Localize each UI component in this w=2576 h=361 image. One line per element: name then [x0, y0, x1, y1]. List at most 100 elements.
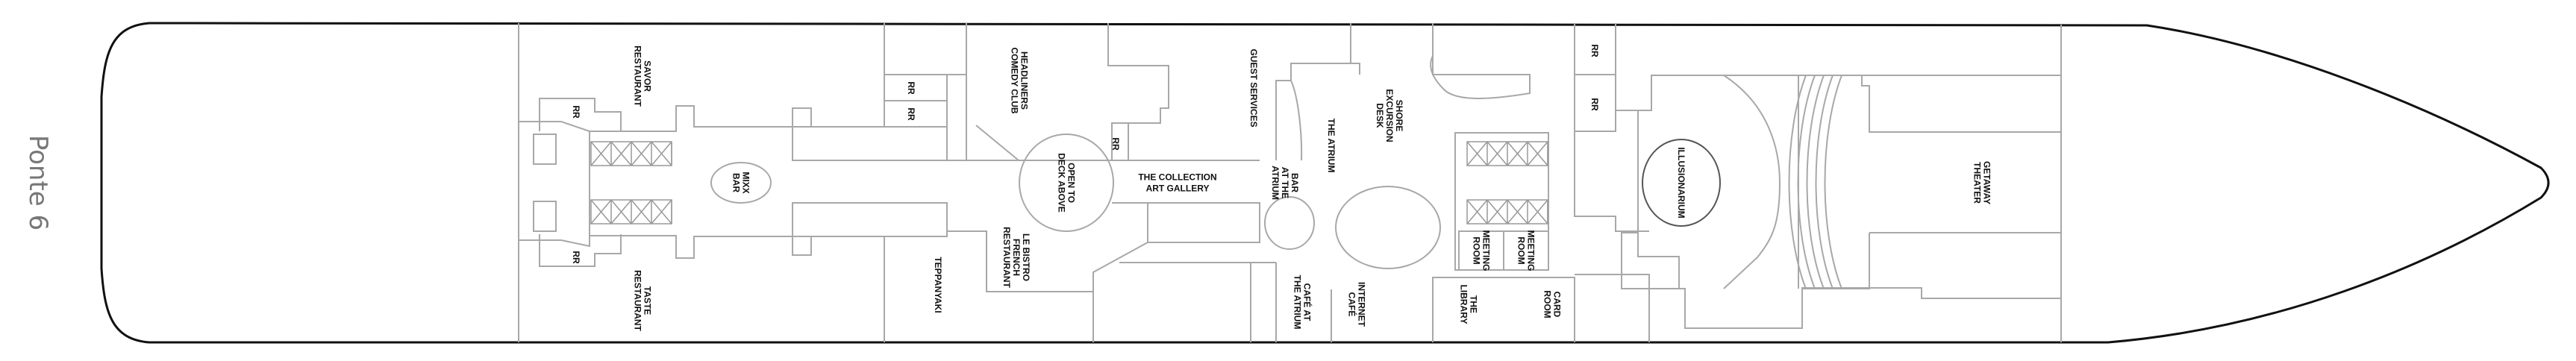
room-label-line: THE	[1469, 295, 1479, 313]
room-label-line: SHORE	[1394, 100, 1404, 132]
room-label-line: MIXX	[741, 172, 751, 193]
room-label-line: RR	[906, 107, 916, 121]
room-label-line: BAR	[1289, 173, 1300, 192]
bar-at-atrium-outline	[1264, 196, 1315, 250]
room-label-line: ROOM	[1516, 236, 1527, 264]
room-label-meeting2: MEETINGROOM	[1516, 230, 1536, 271]
elevator-cross	[1527, 199, 1548, 225]
room-label-line: RESTAURANT	[1001, 227, 1012, 288]
open-to-deck-outline	[1019, 134, 1114, 232]
room-label-line: DESK	[1375, 103, 1385, 128]
room-label-line: OPEN TO	[1066, 163, 1077, 203]
room-label-line: COMEDY CLUB	[1010, 47, 1020, 113]
room-label-line: LIBRARY	[1459, 285, 1469, 324]
elevator-cross	[631, 199, 652, 225]
room-label-line: MEETING	[1481, 230, 1492, 271]
mixx-bar-outline	[710, 162, 772, 204]
room-label-internet: INTERNETCAFÉ	[1347, 282, 1367, 327]
elevator-cross	[1507, 199, 1528, 225]
room-label-line: CARD	[1552, 292, 1563, 318]
room-label-meeting1: MEETINGROOM	[1472, 230, 1492, 271]
room-label-line: RR	[571, 105, 581, 119]
elevator-cross	[1486, 199, 1508, 225]
room-label-taste: TASTERESTAURANT	[633, 270, 653, 331]
elevator-cross	[651, 141, 672, 166]
room-label-line: MEETING	[1526, 230, 1536, 271]
elevator-cross	[1486, 141, 1508, 166]
room-label-line: AT THE	[1280, 167, 1290, 198]
room-label-line: EXCURSION	[1384, 89, 1395, 142]
room-label-rr1: RR	[571, 105, 581, 119]
elevator-cross	[610, 141, 632, 166]
elevator-cross	[631, 141, 652, 166]
elevator-cross	[610, 199, 632, 225]
room-label-line: RR	[1589, 44, 1600, 57]
elevator-cross	[1466, 141, 1488, 166]
room-label-line: ROOM	[1472, 236, 1482, 264]
elevator-cross	[1466, 199, 1488, 225]
room-label-cafe-atrium: CAFÉ ATTHE ATRIUM	[1292, 275, 1313, 330]
room-label-guest-services: GUEST SERVICES	[1248, 48, 1259, 127]
room-label-rr3: RR	[906, 81, 916, 95]
room-label-rr4: RR	[906, 107, 916, 121]
room-label-line: CAFÉ AT	[1302, 283, 1313, 321]
elevator-cross	[1527, 141, 1548, 166]
room-label-bistro: LE BISTROFRENCHRESTAURANT	[1001, 227, 1031, 288]
room-label-line: ROOM	[1542, 290, 1553, 318]
illusionarium-outline	[1642, 139, 1721, 227]
room-label-line: THE ATRIUM	[1326, 119, 1337, 173]
room-label-shore: SHOREEXCURSIONDESK	[1375, 89, 1404, 142]
room-label-line: FRENCH	[1011, 239, 1022, 276]
elevator-cross	[651, 199, 672, 225]
room-label-rr2: RR	[571, 251, 581, 264]
room-label-headliners: HEADLINERSCOMEDY CLUB	[1010, 47, 1030, 113]
elevator-banks	[590, 141, 1548, 225]
atrium-feature	[1335, 186, 1441, 269]
elevator-cross	[1507, 141, 1528, 166]
room-label-line: RESTAURANT	[633, 270, 643, 331]
room-label-line: HEADLINERS	[1019, 51, 1030, 110]
room-label-line: GETAWAY	[1982, 161, 1992, 204]
room-label-card: CARDROOM	[1542, 290, 1563, 318]
elevator-cross	[590, 199, 612, 225]
room-label-line: RR	[906, 81, 916, 95]
elevator-cross	[590, 141, 612, 166]
round-features	[710, 75, 1842, 289]
room-label-teppanyaki: TEPPANYAKI	[933, 257, 943, 313]
room-label-line: RR	[571, 251, 581, 264]
room-label-line: THE COLLECTION	[1138, 172, 1216, 183]
room-labels: SAVORRESTAURANTTASTERESTAURANTRRRRRRRRRR…	[571, 44, 1992, 331]
room-label-line: THEATER	[1972, 162, 1983, 204]
room-label-line: ATRIUM	[1270, 166, 1281, 200]
room-label-line: BAR	[731, 173, 742, 192]
room-label-line: RESTAURANT	[633, 45, 643, 107]
room-label-rr6: RR	[1589, 44, 1600, 57]
room-label-bar-atrium: BARAT THEATRIUM	[1270, 166, 1300, 200]
room-label-line: INTERNET	[1357, 282, 1367, 327]
room-label-rr5: RR	[1110, 137, 1121, 151]
room-label-rr7: RR	[1589, 98, 1600, 111]
room-label-savor: SAVORRESTAURANT	[633, 45, 653, 107]
room-label-line: RR	[1589, 98, 1600, 111]
room-label-library: THELIBRARY	[1459, 285, 1479, 324]
room-label-open-deck: OPEN TODECK ABOVE	[1057, 153, 1077, 213]
room-label-line: GUEST SERVICES	[1248, 48, 1259, 127]
theater-stage-arcs	[1788, 75, 1842, 289]
room-label-line: ILLUSIONARIUM	[1676, 147, 1686, 218]
room-label-line: TASTE	[643, 286, 653, 315]
room-label-line: ART GALLERY	[1146, 183, 1210, 194]
room-label-mixx: MIXXBAR	[731, 172, 751, 193]
deck-title: Ponte 6	[23, 135, 53, 230]
room-label-line: CAFÉ	[1347, 292, 1358, 317]
room-label-line: LE BISTRO	[1021, 233, 1031, 281]
room-label-line: SAVOR	[643, 60, 653, 92]
room-label-line: TEPPANYAKI	[933, 257, 943, 313]
room-label-getaway: GETAWAYTHEATER	[1972, 161, 1992, 204]
room-label-line: DECK ABOVE	[1057, 153, 1067, 213]
ship-hull	[100, 22, 2550, 344]
room-label-illusionarium: ILLUSIONARIUM	[1676, 147, 1686, 218]
room-label-line: RR	[1110, 137, 1121, 151]
room-label-atrium: THE ATRIUM	[1326, 119, 1337, 173]
